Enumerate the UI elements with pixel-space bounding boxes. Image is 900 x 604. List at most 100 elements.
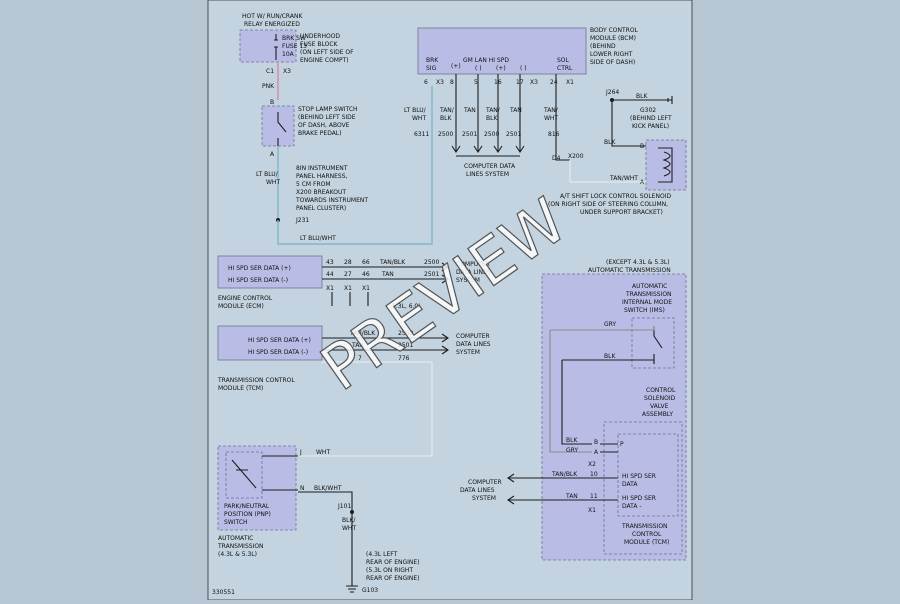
tcm-right-label-1: TRANSMISSION xyxy=(621,523,668,530)
bcm-label-3: (BEHIND xyxy=(590,43,616,50)
stop-lamp-pin-b: B xyxy=(270,99,274,106)
stop-lamp-pin-a: A xyxy=(270,151,275,158)
fuse-block-label-4: ENGINE COMPT) xyxy=(300,57,349,64)
bcm-conn-x3-b: X3 xyxy=(530,79,538,86)
ecm-row1-pin: 43 xyxy=(326,259,334,266)
bcm-label-5: SIDE OF DASH) xyxy=(590,59,635,66)
pnp-inner-box xyxy=(225,451,263,499)
fuse-symbol-icon xyxy=(274,34,278,60)
ecm-label-2: MODULE (ECM) xyxy=(218,303,264,310)
ecm-row1-name: HI SPD SER DATA (+) xyxy=(228,265,291,272)
ground-g302-label-1: G302 xyxy=(640,107,656,114)
tan-wht-wire-solenoid xyxy=(569,160,646,183)
pnp-label-1: PARK/NEUTRAL xyxy=(224,503,270,510)
ecm-label-1: ENGINE CONTROL xyxy=(218,295,273,302)
tcm-left-wht-wire xyxy=(298,361,433,457)
ground-note-1: (4.3L LEFT xyxy=(366,551,398,558)
tcm-left-row2-circuit: 2501 xyxy=(398,342,413,349)
tcm-right-arrows-icon xyxy=(507,473,515,505)
pnp-pin-j: J xyxy=(299,449,302,456)
shift-lock-label-3: UNDER SUPPORT BRACKET) xyxy=(580,209,663,216)
valve-label-3: VALVE xyxy=(650,403,669,410)
tcm-left-row1-circuit: 2500 xyxy=(398,330,413,337)
bcm-wire-tanblk-1b: BLK xyxy=(440,115,452,122)
ecm-connector-ticks xyxy=(331,292,369,306)
tcm-right-pin-10: 10 xyxy=(590,471,598,478)
valve-blk-label: BLK xyxy=(566,437,578,444)
pnp-pin-n: N xyxy=(300,485,305,492)
ims-blk-label: BLK xyxy=(604,353,616,360)
ecm-data-lines-1: COMPUTER xyxy=(456,261,490,268)
valve-inner-wires xyxy=(600,443,618,453)
bcm-sol-ctrl-2: CTRL xyxy=(557,65,573,72)
fuse-id: FUSE 13 xyxy=(282,43,307,50)
splice-j101-dot xyxy=(350,510,354,514)
tcm-left-row1-color: TAN/BLK xyxy=(349,330,376,337)
trans-data-lines-1: COMPUTER xyxy=(468,479,502,486)
valve-pin-b: B xyxy=(594,439,598,446)
fuse-block: HOT W/ RUN/CRANK RELAY ENERGIZED BRK SW … xyxy=(239,13,354,100)
valve-gry-label: GRY xyxy=(566,447,578,454)
bcm-wire-tanblk-1a: TAN/ xyxy=(439,107,455,114)
fuse-pin-c1: C1 xyxy=(266,68,274,75)
bcm-circuit-816: 816 xyxy=(548,131,560,138)
ecm-row1-color: TAN/BLK xyxy=(379,259,406,266)
ims-label-3: INTERNAL MODE xyxy=(622,299,672,306)
ecm-row1-p2: 28 xyxy=(344,259,352,266)
bcm-conn-x1: X1 xyxy=(566,79,574,86)
shift-lock-blk-top: BLK xyxy=(636,93,648,100)
tcm-left-data-lines-1: COMPUTER xyxy=(456,333,490,340)
valve-label-2: SOLENOID xyxy=(644,395,676,402)
ecm-row2-circuit: 2501 xyxy=(424,271,439,278)
tcm-right-inner-box xyxy=(617,433,679,517)
tcm-left-data-lines-2: DATA LINES xyxy=(456,341,491,348)
ground-g103-icon xyxy=(346,585,358,593)
ecm-data-lines-3: SYSTEM xyxy=(456,277,480,284)
tcm-left-data-wires xyxy=(322,337,448,351)
ecm-box xyxy=(217,255,323,289)
bcm-wire-ltblu-1: LT BLU/ xyxy=(404,107,427,114)
valve-label-1: CONTROL xyxy=(646,387,676,394)
pnp-wht-label: WHT xyxy=(316,449,330,456)
ecm-conn-x1-a: X1 xyxy=(326,285,334,292)
shift-lock-solenoid: J264 BLK G302 (BEHIND LEFT KICK PANEL) B… xyxy=(548,89,687,216)
diagram-code: 330551 xyxy=(212,589,235,596)
bcm-circuit-2501-b: 2501 xyxy=(506,131,521,138)
bcm-label-4: LOWER RIGHT xyxy=(590,51,633,58)
stop-lamp-wire-2: WHT xyxy=(266,179,280,186)
tcm-left-data-lines-3: SYSTEM xyxy=(456,349,480,356)
ecm-row2-p3: 46 xyxy=(362,271,370,278)
tcm-right-tan: TAN xyxy=(565,493,578,500)
shift-lock-label-2: (ON RIGHT SIDE OF STEERING COLUMN, xyxy=(548,201,668,208)
trans-data-lines-2: DATA LINES xyxy=(460,487,495,494)
pnp-blk-wht-v-2: WHT xyxy=(342,525,356,532)
fuse-name: BRK SW xyxy=(282,35,306,42)
bcm-circuit-2500-b: 2500 xyxy=(484,131,499,138)
shift-lock-splice-j264: J264 xyxy=(605,89,619,96)
tcm-right-data-pos-1: HI SPD SER xyxy=(622,473,656,480)
trans-header-2: AUTOMATIC TRANSMISSION xyxy=(588,267,671,274)
stop-lamp-wire-1: LT BLU/ xyxy=(256,171,279,178)
solenoid-pin-b: B xyxy=(640,143,644,150)
body-control-module: BODY CONTROL MODULE (BCM) (BEHIND LOWER … xyxy=(404,27,639,178)
engine-control-module: HI SPD SER DATA (+) HI SPD SER DATA (-) … xyxy=(217,255,491,310)
pnp-sub-2: TRANSMISSION xyxy=(217,543,264,550)
stop-lamp-label-4: BRAKE PEDAL) xyxy=(298,130,342,137)
ground-g302-icon xyxy=(612,96,673,104)
ecm-data-arrows-icon xyxy=(441,262,449,284)
pnp-blk-wht-label: BLK/WHT xyxy=(314,485,342,492)
pnp-switch-contact-icon xyxy=(231,459,257,489)
bcm-wire-tanwht-2: WHT xyxy=(544,115,558,122)
bcm-circuit-2501-a: 2501 xyxy=(462,131,477,138)
ecm-conn-x1-b: X1 xyxy=(344,285,352,292)
ims-label-4: SWITCH (IMS) xyxy=(624,307,665,314)
valve-label-4: ASSEMBLY xyxy=(642,411,673,418)
tcm-left-circuit-776: 776 xyxy=(398,355,410,362)
bcm-wire-tan-b: TAN xyxy=(509,107,522,114)
bcm-data-arrows-icon xyxy=(451,145,525,153)
ground-g302-label-2: (BEHIND LEFT xyxy=(630,115,672,122)
splice-note-3: 5 CM FROM xyxy=(296,181,331,188)
valve-p-label: P xyxy=(620,441,624,448)
lt-blu-wht-label: LT BLU/WHT xyxy=(300,235,336,242)
bcm-wire-tanblk-2a: TAN/ xyxy=(485,107,501,114)
